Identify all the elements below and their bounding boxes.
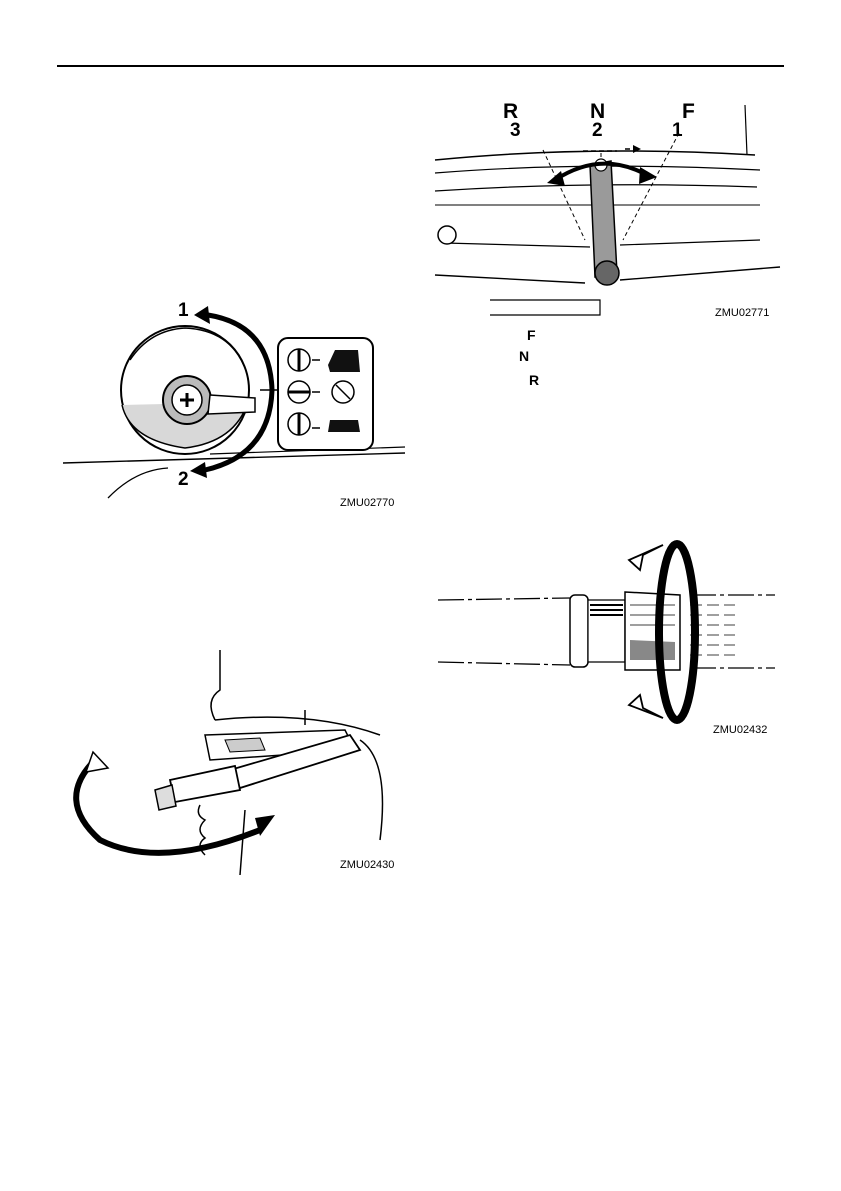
- fuel-position-panel: [278, 338, 373, 450]
- shift-letter-f: F: [682, 100, 695, 124]
- tiller-handle-illustration: [155, 730, 360, 855]
- tiller-grip-figure-code: ZMU02430: [340, 859, 394, 871]
- shift-position-1: 1: [672, 120, 683, 142]
- legend-r: R: [529, 372, 539, 388]
- shift-position-3: 3: [510, 120, 521, 142]
- fuel-callout-1: 1: [178, 300, 189, 321]
- fuel-knob-illustration: [121, 326, 255, 454]
- legend-f: F: [527, 327, 536, 343]
- fuel-callout-2: 2: [178, 469, 189, 490]
- header-rule: [57, 65, 784, 67]
- shift-lever-figure: [435, 95, 780, 320]
- reserve-tank-icon: [328, 420, 360, 432]
- fuel-cock-figure-code: ZMU02770: [340, 497, 394, 509]
- tiller-grip-figure: [60, 650, 410, 880]
- shift-position-2: 2: [592, 120, 603, 142]
- legend-n: N: [519, 348, 529, 364]
- shift-lever-figure-code: ZMU02771: [715, 307, 769, 319]
- throttle-grip-figure-code: ZMU02432: [713, 724, 767, 736]
- throttle-grip-figure: [435, 540, 780, 720]
- throttle-grip-illustration: [570, 592, 735, 670]
- fuel-cock-figure: 1 2: [60, 290, 410, 505]
- shift-lever-illustration: [590, 159, 619, 285]
